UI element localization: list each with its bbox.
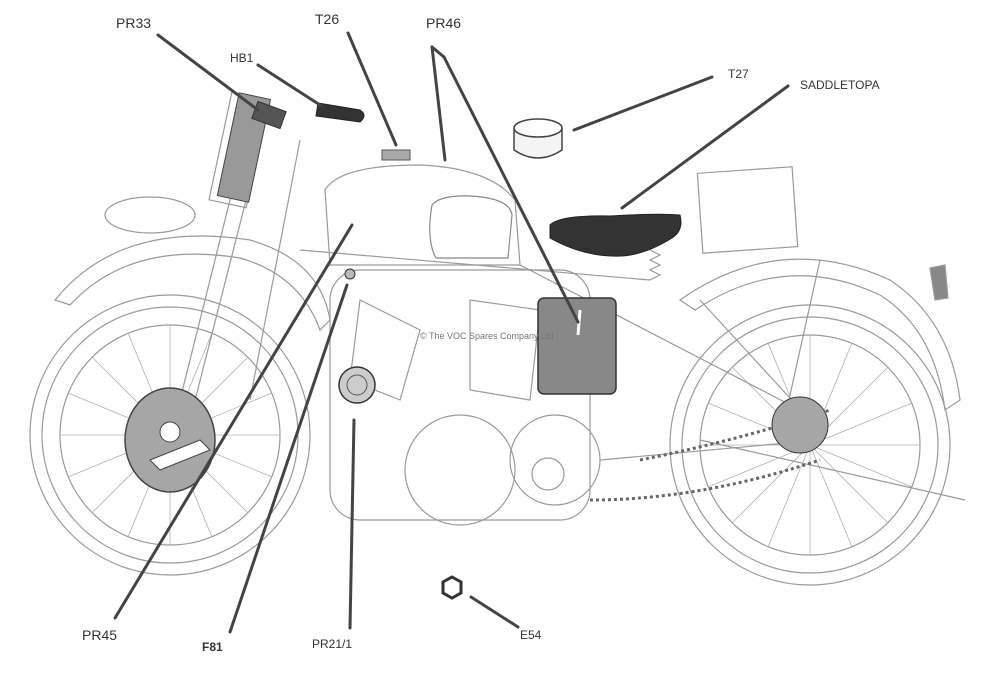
- saddle: [549, 213, 682, 257]
- leader-pr21-1: [348, 418, 356, 630]
- leader-pr46-a: [430, 45, 447, 162]
- saddle-springs: [648, 249, 662, 281]
- label-pr33: PR33: [116, 15, 152, 31]
- leader-t26: [346, 31, 398, 147]
- label-saddletopa: SADDLETOPA: [800, 78, 880, 92]
- label-t26: T26: [315, 11, 340, 27]
- leader-f81: [228, 283, 349, 634]
- leader-pr46-b: [442, 55, 580, 324]
- leader-t27: [572, 75, 714, 132]
- magneto-cover: [338, 366, 376, 404]
- label-hb1: HB1: [230, 51, 254, 65]
- petrol-tank: [324, 164, 521, 266]
- copyright-watermark: © The VOC Spares Company Ltd: [420, 331, 554, 341]
- label-pr46: PR46: [426, 15, 462, 31]
- t27-part-cap: [513, 118, 563, 159]
- label-t27: T27: [728, 67, 749, 81]
- drive-chain: [589, 408, 831, 502]
- toolbox: [537, 297, 617, 395]
- leader-hb1: [256, 63, 322, 107]
- filler-cap: [381, 149, 411, 161]
- leader-saddletopa: [620, 84, 790, 210]
- leader-e54: [469, 595, 520, 629]
- leader-pr33: [156, 33, 260, 112]
- label-pr21-1: PR21/1: [312, 637, 353, 651]
- e54-part-nut: [441, 575, 463, 600]
- handlebar-grip: [315, 102, 365, 123]
- label-pr45: PR45: [82, 627, 118, 643]
- engine: [329, 269, 601, 526]
- headlamp: [104, 196, 196, 234]
- label-e54: E54: [520, 628, 542, 642]
- rear-mudguard: [678, 258, 961, 412]
- label-f81: F81: [202, 640, 223, 654]
- leader-pr45: [113, 223, 354, 620]
